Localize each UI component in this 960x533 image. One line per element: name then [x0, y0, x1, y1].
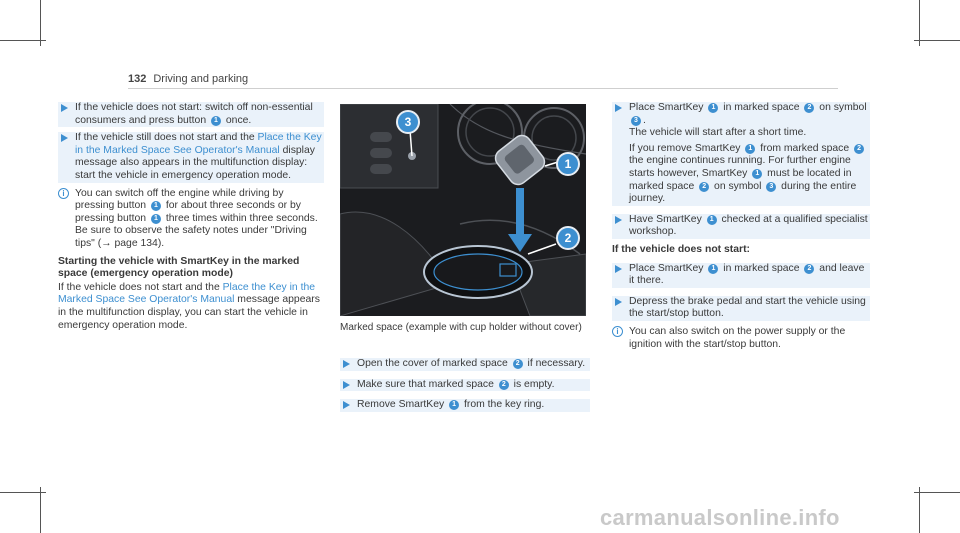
paragraph: If the vehicle does not start and the Pl… [58, 281, 320, 331]
page-number: 132 [128, 73, 147, 85]
instruction-step: Make sure that marked space 2 is empty. [340, 378, 590, 392]
callout-1-badge: 1 [150, 213, 161, 224]
instruction-step: Open the cover of marked space 2 if nece… [340, 358, 590, 371]
step-arrow-icon [615, 264, 622, 273]
illustration-svg [340, 104, 586, 316]
callout-1-badge: 1 [449, 400, 460, 411]
instruction-step: If the vehicle does not start: switch of… [58, 102, 324, 128]
info-note: i You can switch off the engine while dr… [58, 187, 324, 251]
callout-2-badge: 2 [512, 359, 523, 369]
display-message-link[interactable]: Place the Key in the Marked Space See Op… [75, 132, 322, 156]
section-heading: Starting the vehicle with SmartKey in th… [58, 255, 300, 280]
step-arrow-icon [615, 104, 622, 112]
instruction-step: Depress the brake pedal and start the ve… [612, 295, 870, 321]
crop-mark [919, 0, 920, 46]
callout-1-badge: 1 [745, 143, 756, 154]
info-note: i You can also switch on the power suppl… [612, 325, 870, 351]
callout-2-badge: 2 [498, 379, 509, 390]
figure-caption: Marked space (example with cup holder wi… [340, 322, 582, 333]
instruction-step: Remove SmartKey 1 from the key ring. [340, 399, 590, 412]
instruction-step: Have SmartKey 1 checked at a qualified s… [612, 213, 870, 239]
header-divider [128, 88, 838, 89]
instruction-step: Place SmartKey 1 in marked space 2 and l… [612, 262, 870, 288]
page-header: 132 Driving and parking [128, 73, 248, 85]
crop-mark [914, 492, 960, 493]
section-title: Driving and parking [153, 73, 249, 85]
info-icon: i [612, 325, 623, 337]
step-arrow-icon [615, 215, 622, 224]
paragraph: If you remove SmartKey 1 from marked spa… [629, 143, 870, 206]
column-2: Open the cover of marked space 2 if nece… [340, 358, 590, 417]
callout-2-badge: 2 [804, 263, 815, 274]
crop-mark [0, 40, 46, 41]
callout-1-badge: 1 [211, 115, 221, 126]
step-arrow-icon [343, 401, 350, 410]
crop-mark [919, 487, 920, 533]
callout-1-badge: 1 [752, 168, 763, 179]
callout-3-badge: 3 [766, 181, 777, 192]
instruction-step: Place SmartKey 1 in marked space 2 on sy… [612, 102, 870, 206]
callout-3-badge: 3 [631, 115, 641, 126]
info-icon: i [58, 187, 69, 199]
callout-2-badge: 2 [804, 103, 815, 113]
crop-mark [40, 487, 41, 533]
smartkey-marked-space-illustration: 1 2 3 [340, 104, 586, 316]
column-3: Place SmartKey 1 in marked space 2 on sy… [612, 102, 870, 356]
section-heading: If the vehicle does not start: [612, 243, 750, 255]
callout-1-badge: 1 [706, 214, 717, 225]
step-arrow-icon [61, 134, 68, 143]
callout-2-badge: 2 [854, 143, 865, 154]
callout-1-badge: 1 [150, 201, 161, 212]
display-message-link[interactable]: Place the Key in the Marked Space See Op… [58, 281, 316, 306]
callout-1: 1 [556, 152, 580, 176]
crop-mark [0, 492, 46, 493]
step-arrow-icon [61, 104, 68, 112]
crop-mark [40, 0, 41, 46]
callout-1-badge: 1 [708, 103, 719, 113]
step-arrow-icon [343, 360, 350, 368]
watermark: carmanualsonline.info [600, 505, 840, 530]
step-arrow-icon [343, 380, 350, 389]
callout-2-badge: 2 [699, 181, 710, 192]
crop-mark [914, 40, 960, 41]
step-arrow-icon [615, 297, 622, 306]
callout-1-badge: 1 [708, 263, 719, 274]
callout-3: 3 [396, 110, 420, 134]
callout-2: 2 [556, 226, 580, 250]
instruction-step: If the vehicle still does not start and … [58, 132, 324, 183]
column-1: If the vehicle does not start: switch of… [58, 102, 324, 332]
